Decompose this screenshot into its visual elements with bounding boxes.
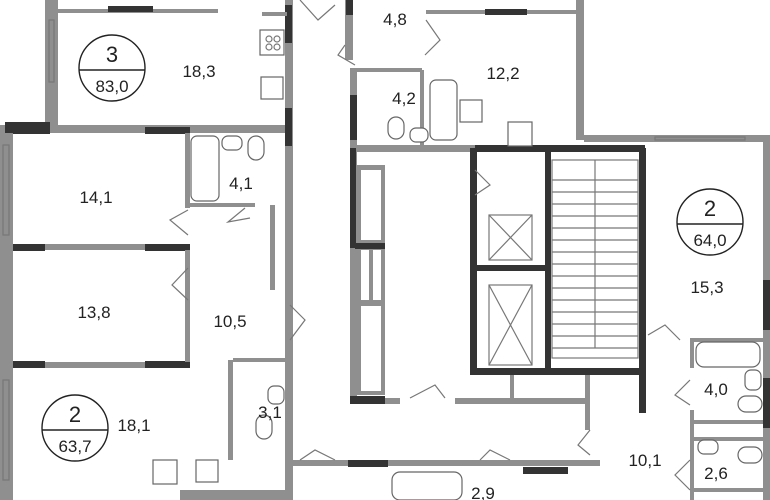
sink-icon xyxy=(697,439,719,455)
sink-icon xyxy=(195,459,219,483)
total-area: 63,7 xyxy=(58,437,91,456)
sink-icon xyxy=(409,127,429,143)
room-area-label: 15,3 xyxy=(690,278,723,297)
apartment-badge-2-room-right: 2 64,0 xyxy=(676,188,744,256)
room-area-label: 10,5 xyxy=(213,312,246,331)
room-count: 2 xyxy=(69,402,81,427)
sink-icon xyxy=(459,99,483,123)
bathtub-icon xyxy=(391,471,463,500)
room-area-label: 14,1 xyxy=(79,188,112,207)
room-area-label: 10,1 xyxy=(628,451,661,470)
sink-icon xyxy=(267,385,285,405)
door-swings xyxy=(168,0,691,491)
bathtub-icon xyxy=(190,135,220,202)
room-area-label: 18,1 xyxy=(117,416,150,435)
room-area-label: 18,3 xyxy=(182,62,215,81)
toilet-icon xyxy=(255,414,273,440)
room-area-label: 13,8 xyxy=(77,303,110,322)
stove-icon xyxy=(152,459,178,485)
fixtures xyxy=(152,29,763,500)
room-area-label: 4,2 xyxy=(392,89,416,108)
room-area-label: 2,6 xyxy=(704,464,728,483)
room-area-label: 2,9 xyxy=(471,484,495,500)
stove-icon xyxy=(259,29,285,56)
total-area: 64,0 xyxy=(693,231,726,250)
bathtub-icon xyxy=(695,341,761,368)
room-count: 2 xyxy=(704,196,716,221)
room-count: 3 xyxy=(106,42,118,67)
room-labels: 4,8 12,2 4,2 18,3 14,1 4,1 13,8 10,5 3,1… xyxy=(77,10,727,500)
room-area-label: 4,0 xyxy=(704,380,728,399)
stove-icon xyxy=(507,121,533,147)
toilet-icon xyxy=(737,446,763,464)
toilet-icon xyxy=(387,116,405,140)
total-area: 83,0 xyxy=(95,77,128,96)
room-area-label: 4,1 xyxy=(229,174,253,193)
room-area-label: 4,8 xyxy=(383,10,407,29)
room-area-label: 12,2 xyxy=(486,64,519,83)
staircase xyxy=(551,159,639,359)
apartment-badge-2-room-left: 2 63,7 xyxy=(41,394,109,462)
toilet-icon xyxy=(737,395,763,413)
elevator-shafts xyxy=(488,214,533,366)
sink-icon xyxy=(260,76,284,100)
sink-icon xyxy=(744,369,762,391)
bathtub-icon xyxy=(429,79,458,141)
toilet-icon xyxy=(247,135,265,161)
apartment-badge-3-room: 3 83,0 xyxy=(78,34,146,102)
sink-icon xyxy=(221,135,243,151)
room-area-label: 3,1 xyxy=(258,403,282,422)
